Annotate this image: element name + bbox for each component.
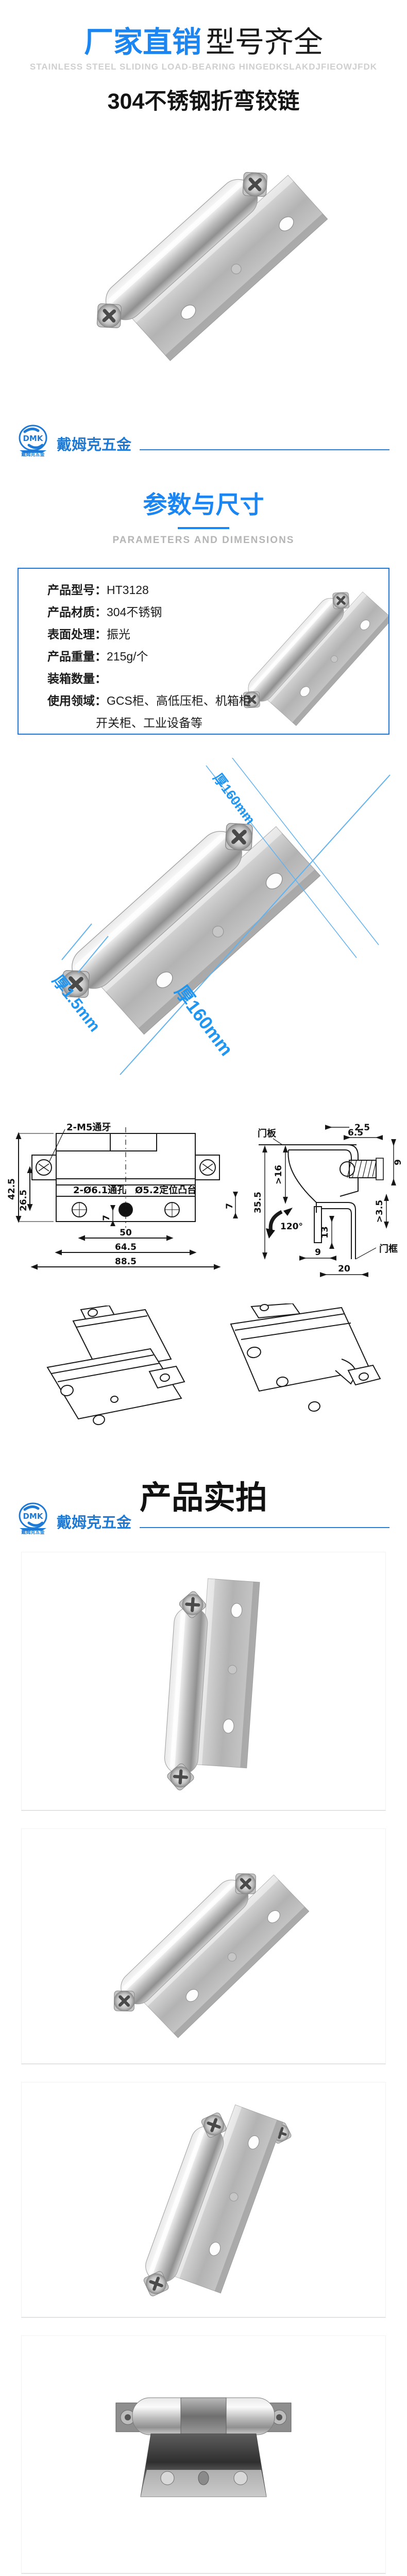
photos-section-title: 产品实拍 — [139, 1480, 267, 1516]
page-title: 厂家直销型号齐全 — [0, 26, 407, 59]
param-row-finish: 表面处理：振光 — [47, 628, 130, 641]
hero-product-photo — [0, 122, 407, 389]
brand-logo-icon: DMK 戴姆克五金 — [19, 1502, 47, 1534]
svg-text:9: 9 — [393, 1159, 403, 1165]
svg-text:6.5: 6.5 — [348, 1128, 363, 1138]
svg-text:门板: 门板 — [258, 1128, 277, 1139]
param-row-usage: 使用领域：GCS柜、高低压柜、机箱柜 — [47, 694, 251, 707]
param-row-usage-cont: 开关柜、工业设备等 — [96, 716, 202, 730]
real-shot-photo-3 — [21, 2082, 386, 2318]
side-view-drawing: 门板 门框 2.5 6.5 9 35.5 >16 >3.5 13 9 20 12… — [253, 1123, 403, 1277]
svg-text:2-Ø6.1通孔: 2-Ø6.1通孔 — [73, 1185, 126, 1196]
real-shot-photo-1 — [21, 1552, 386, 1811]
header-subtitle-en: STAINLESS STEEL SLIDING LOAD-BEARING HIN… — [29, 62, 378, 72]
photos-section: 产品实拍 — [0, 1471, 407, 1518]
svg-text:DMK: DMK — [23, 1512, 43, 1521]
title-highlight: 厂家直销 — [84, 26, 201, 59]
lineart-drawings — [0, 1302, 407, 1440]
svg-text:戴姆克五金: 戴姆克五金 — [21, 451, 45, 456]
params-section: 参数与尺寸 PARAMETERS AND DIMENSIONS — [0, 485, 407, 546]
svg-text:88.5: 88.5 — [115, 1257, 137, 1267]
param-row-weight: 产品重量：215g/个 — [47, 650, 148, 663]
header: 厂家直销型号齐全 STAINLESS STEEL SLIDING LOAD-BE… — [0, 0, 407, 115]
front-view-drawing: 2-M5通牙 2-Ø6.1通孔 Ø5.2定位凸台 42.5 26.5 7 7 5… — [7, 1122, 239, 1270]
param-row-model: 产品型号：HT3128 — [47, 583, 149, 597]
hinge-photo-diagonal — [75, 127, 332, 384]
svg-text:>3.5: >3.5 — [375, 1200, 385, 1223]
svg-text:7: 7 — [225, 1203, 235, 1209]
svg-text:DMK: DMK — [23, 434, 43, 443]
real-shot-photo-2 — [21, 1828, 386, 2064]
brand-row: DMK 戴姆克五金 戴姆克五金 — [18, 425, 389, 456]
params-section-title: 参数与尺寸 — [143, 491, 264, 518]
svg-text:26.5: 26.5 — [19, 1190, 29, 1211]
real-shot-photo-4 — [21, 2335, 386, 2574]
dimension-lines — [61, 758, 391, 1075]
svg-text:>16: >16 — [274, 1165, 284, 1184]
param-row-material: 产品材质：304不锈钢 — [47, 605, 162, 619]
brand-divider — [140, 449, 389, 450]
svg-text:42.5: 42.5 — [7, 1178, 17, 1200]
lineart-hinge-open — [46, 1306, 185, 1426]
svg-text:20: 20 — [338, 1264, 350, 1274]
svg-text:2-M5通牙: 2-M5通牙 — [66, 1122, 111, 1133]
svg-text:50: 50 — [120, 1228, 132, 1238]
params-box: 产品型号：HT3128 产品材质：304不锈钢 表面处理：振光 产品重量：215… — [18, 568, 389, 735]
svg-text:2.5: 2.5 — [354, 1123, 370, 1133]
technical-drawings: 2-M5通牙 2-Ø6.1通孔 Ø5.2定位凸台 42.5 26.5 7 7 5… — [0, 1120, 407, 1295]
title-underline — [178, 527, 229, 529]
dimension-photo: 厚160mm 厚1.5mm 厚160mm — [0, 758, 407, 1100]
param-row-packing: 装箱数量： — [47, 672, 107, 685]
svg-text:戴姆克五金: 戴姆克五金 — [21, 1529, 45, 1534]
svg-text:120°: 120° — [280, 1222, 303, 1232]
title-rest: 型号齐全 — [206, 26, 323, 59]
svg-text:64.5: 64.5 — [115, 1242, 137, 1252]
svg-text:7: 7 — [101, 1215, 112, 1221]
product-title: 304不锈钢折弯铰链 — [107, 89, 300, 114]
hinge-photo-dark-top — [115, 2397, 292, 2497]
brand-logo-icon: DMK 戴姆克五金 — [19, 425, 47, 456]
brand-row-2: DMK 戴姆克五金 戴姆克五金 — [18, 1502, 389, 1534]
brand-divider — [140, 1527, 389, 1528]
params-list: 产品型号：HT3128 产品材质：304不锈钢 表面处理：振光 产品重量：215… — [19, 569, 388, 734]
lineart-hinge-folded — [230, 1303, 381, 1412]
params-section-subtitle: PARAMETERS AND DIMENSIONS — [112, 535, 295, 546]
brand-name: 戴姆克五金 — [57, 437, 132, 453]
svg-text:9: 9 — [315, 1247, 321, 1258]
brand-name: 戴姆克五金 — [57, 1515, 132, 1531]
svg-text:Ø5.2定位凸台: Ø5.2定位凸台 — [135, 1184, 196, 1196]
svg-text:门框: 门框 — [379, 1243, 398, 1255]
svg-text:13: 13 — [320, 1226, 330, 1239]
svg-text:35.5: 35.5 — [253, 1192, 263, 1213]
